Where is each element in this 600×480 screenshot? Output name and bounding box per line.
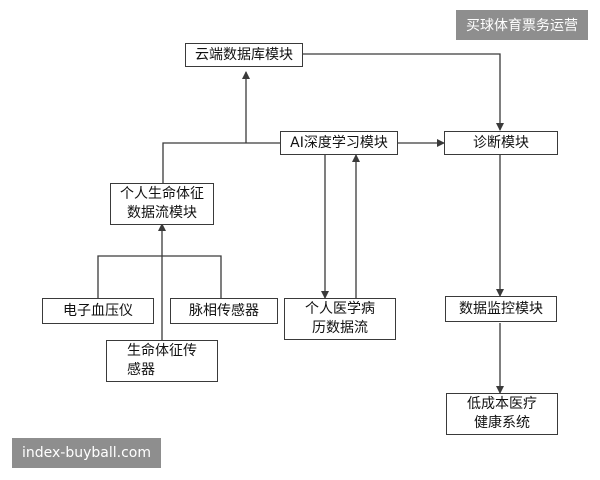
node-low-cost-system: 低成本医疗 健康系统 bbox=[446, 393, 558, 435]
watermark-top-right: 买球体育票务运营 bbox=[456, 10, 588, 40]
node-data-monitor-label: 数据监控模块 bbox=[459, 300, 543, 317]
node-cloud-database: 云端数据库模块 bbox=[185, 43, 303, 67]
watermark-bottom-left-text: index-buyball.com bbox=[22, 445, 151, 461]
node-diagnosis: 诊断模块 bbox=[444, 131, 558, 155]
node-data-monitor: 数据监控模块 bbox=[445, 296, 557, 322]
watermark-top-right-text: 买球体育票务运营 bbox=[466, 18, 578, 34]
node-bp-monitor-label: 电子血压仪 bbox=[63, 302, 133, 319]
connector-bp-branch bbox=[97, 255, 222, 298]
node-low-cost-system-label: 低成本医疗 健康系统 bbox=[467, 396, 537, 431]
connector-vitalstream-to-junction bbox=[162, 142, 280, 183]
node-pulse-sensor: 脉相传感器 bbox=[170, 298, 278, 324]
node-ai-deep-learning: AI深度学习模块 bbox=[280, 131, 398, 155]
node-diagnosis-label: 诊断模块 bbox=[473, 134, 529, 151]
node-bp-monitor: 电子血压仪 bbox=[42, 298, 154, 324]
node-vital-stream: 个人生命体征 数据流模块 bbox=[110, 183, 214, 225]
node-medical-record: 个人医学病 历数据流 bbox=[284, 298, 396, 340]
node-vital-sensor: 生命体征传 感器 bbox=[106, 340, 218, 382]
node-medical-record-label: 个人医学病 历数据流 bbox=[305, 301, 375, 336]
node-vital-sensor-label: 生命体征传 感器 bbox=[127, 343, 197, 378]
connector-clouddb-to-diagnosis bbox=[303, 53, 504, 131]
node-cloud-database-label: 云端数据库模块 bbox=[195, 46, 293, 63]
node-vital-stream-label: 个人生命体征 数据流模块 bbox=[120, 186, 204, 221]
node-ai-deep-learning-label: AI深度学习模块 bbox=[290, 134, 388, 151]
watermark-bottom-left: index-buyball.com bbox=[12, 438, 161, 468]
node-pulse-sensor-label: 脉相传感器 bbox=[189, 302, 259, 319]
